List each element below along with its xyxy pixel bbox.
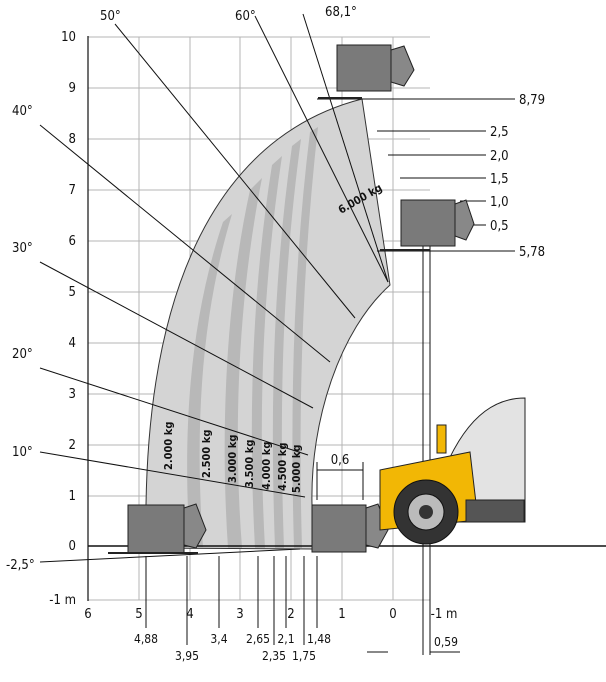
left-load xyxy=(108,503,207,554)
label-2-35: 2,35 xyxy=(262,649,286,663)
bottom-labels: 4,88 3,95 3,4 2,65 2,35 2,1 1,75 1,48 0,… xyxy=(134,632,458,663)
load-5000: 5.000 kg xyxy=(290,445,303,493)
angle-labels: 68,1° 60° 50° 40° 30° 20° 10° -2,5° xyxy=(6,5,357,573)
load-2500: 2.500 kg xyxy=(200,430,213,478)
x-label-1: 1 xyxy=(338,607,345,622)
x-label-0: 0 xyxy=(389,607,396,622)
label-1-48: 1,48 xyxy=(307,632,331,646)
load-3000: 3.000 kg xyxy=(226,435,239,483)
right-labels: 8,79 2,5 2,0 1,5 1,0 0,5 5,78 xyxy=(490,93,545,260)
y-label-8: 8 xyxy=(69,132,76,147)
load-4000: 4.000 kg xyxy=(260,442,273,490)
x-label-5: 5 xyxy=(135,607,142,622)
angle-neg2-5: -2,5° xyxy=(6,558,35,573)
angle-68-1: 68,1° xyxy=(325,5,357,20)
telehandler xyxy=(379,397,526,545)
angle-20: 20° xyxy=(12,347,33,362)
label-3-95: 3,95 xyxy=(175,649,199,663)
x-label-neg1: -1 m xyxy=(431,607,458,622)
angle-10: 10° xyxy=(12,445,33,460)
x-axis-labels: 6 5 4 3 2 1 0 -1 m xyxy=(84,607,457,622)
label-8-79: 8,79 xyxy=(519,93,545,108)
label-2-1: 2,1 xyxy=(277,632,294,646)
label-2-65: 2,65 xyxy=(246,632,270,646)
load-4500: 4.500 kg xyxy=(276,443,289,491)
label-2-0: 2,0 xyxy=(490,149,509,164)
x-label-3: 3 xyxy=(236,607,243,622)
y-label-0: 0 xyxy=(69,539,76,554)
top-load xyxy=(318,44,415,99)
y-label-9: 9 xyxy=(69,81,76,96)
label-2-5: 2,5 xyxy=(490,125,509,140)
load-2000: 2.000 kg xyxy=(162,422,175,470)
right-load xyxy=(311,503,389,553)
x-label-6: 6 xyxy=(84,607,91,622)
angle-50: 50° xyxy=(100,9,121,24)
y-label-7: 7 xyxy=(69,183,76,198)
label-0-5: 0,5 xyxy=(490,219,509,234)
angle-60: 60° xyxy=(235,9,256,24)
label-1-0: 1,0 xyxy=(490,195,509,210)
angle-40: 40° xyxy=(12,104,33,119)
y-label-6: 6 xyxy=(69,234,76,249)
y-label-3: 3 xyxy=(69,387,76,402)
bottom-ticks xyxy=(145,556,318,645)
y-label-1: 1 xyxy=(69,489,76,504)
angle-lines xyxy=(39,13,389,563)
label-1-5: 1,5 xyxy=(490,172,509,187)
label-5-78: 5,78 xyxy=(519,245,545,260)
x-label-4: 4 xyxy=(186,607,193,622)
dimension-0-6 xyxy=(316,462,460,653)
y-label-4: 4 xyxy=(69,336,76,351)
mid-load xyxy=(380,199,475,251)
angle-30: 30° xyxy=(12,241,33,256)
x-label-2: 2 xyxy=(287,607,294,622)
label-1-75: 1,75 xyxy=(292,649,316,663)
y-label-2: 2 xyxy=(69,438,76,453)
y-label-10: 10 xyxy=(61,30,76,45)
y-axis-labels: 10 9 8 7 6 5 4 3 2 1 0 -1 m xyxy=(49,30,76,608)
dimension-label: 0,6 xyxy=(331,453,350,468)
label-0-59: 0,59 xyxy=(434,635,458,649)
load-3500: 3.500 kg xyxy=(243,440,256,488)
label-3-4: 3,4 xyxy=(210,632,227,646)
y-label-neg1: -1 m xyxy=(49,593,76,608)
label-4-88: 4,88 xyxy=(134,632,158,646)
y-label-5: 5 xyxy=(69,285,76,300)
